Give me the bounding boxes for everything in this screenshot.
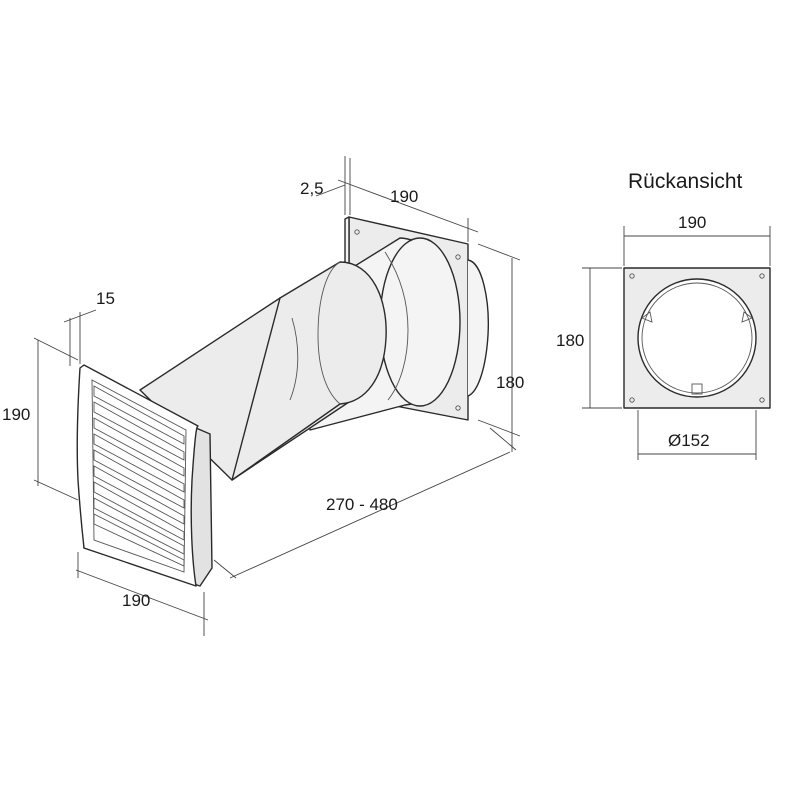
wall-vent-assembly [76,216,490,587]
back-view-title: Rückansicht [628,170,743,193]
back-width-label: 190 [678,213,706,232]
screw-hole [759,397,765,403]
retaining-clip [641,311,653,323]
screw-hole [629,397,635,403]
back-diameter-label: Ø152 [668,431,710,450]
retaining-clip [741,311,753,323]
grille-depth-label: 15 [96,289,115,308]
back-opening [637,278,757,398]
flange-height-label: 180 [496,373,524,392]
screw-hole [455,405,461,411]
flange-thickness-label: 2,5 [300,179,324,198]
main-view-labels: 2,5 190 180 15 190 190 270 - 480 [2,179,524,610]
grille-height-label: 190 [2,405,30,424]
screw-hole [354,229,360,235]
latch-tab [691,383,703,395]
screw-hole [629,273,635,279]
back-height-label: 180 [556,331,584,350]
pipe-stub [467,259,490,397]
flange-width-label: 190 [390,187,418,206]
pipe-length-label: 270 - 480 [326,495,398,514]
screw-hole [455,254,461,260]
front-grille [76,364,213,587]
back-view: Rückansicht 190 180 Ø152 [556,170,771,460]
screw-hole [759,273,765,279]
grille-louvres [93,385,185,567]
dimension-lines [33,156,521,636]
grille-width-label: 190 [122,591,150,610]
